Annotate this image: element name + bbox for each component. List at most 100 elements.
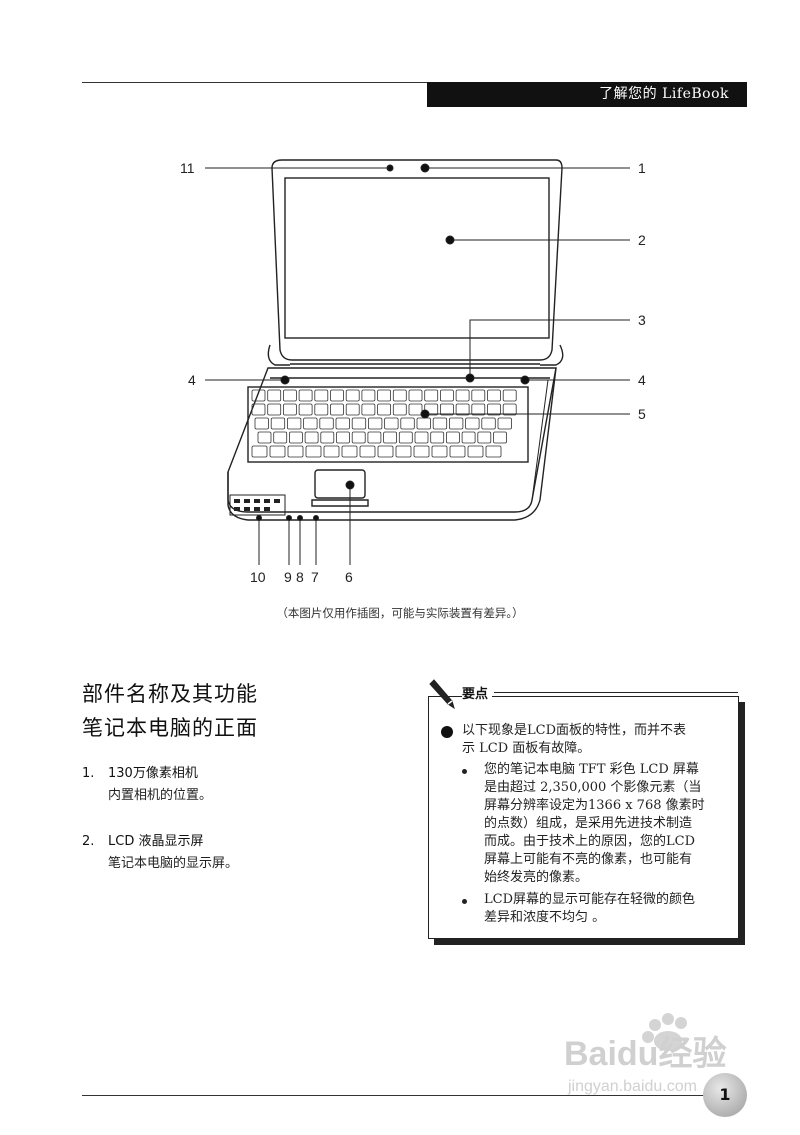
note-main-line-1: 以下现象是LCD面板的特性，而并不表 xyxy=(462,723,687,738)
item-2-label: LCD 液晶显示屏 xyxy=(108,834,204,849)
keyboard-key xyxy=(465,417,480,430)
note-b2-line: LCD屏幕的显示可能存在轻微的颜色 xyxy=(484,892,696,907)
keyboard-key xyxy=(270,417,286,430)
keyboard-key xyxy=(398,431,413,444)
keyboard-key xyxy=(502,389,517,402)
laptop-screen xyxy=(284,177,550,339)
callout-3: 3 xyxy=(638,312,646,328)
note-b1-line: 屏幕上可能有不亮的像素，也可能有 xyxy=(484,852,693,867)
keyboard-key xyxy=(298,403,313,416)
keyboard-key xyxy=(461,431,476,444)
keyboard-key xyxy=(431,445,448,458)
keyboard-key xyxy=(413,445,430,458)
keyboard-key xyxy=(336,431,350,444)
keyboard-key xyxy=(467,445,484,458)
item-1-number: 1. xyxy=(82,766,95,781)
keyboard-key xyxy=(377,389,392,402)
keyboard-key xyxy=(384,417,399,430)
callout-4-right: 4 xyxy=(638,372,646,388)
keyboard-key xyxy=(455,389,470,402)
note-label: 要点 xyxy=(462,683,493,702)
top-rule xyxy=(82,82,746,83)
section-subtitle: 笔记本电脑的正面 xyxy=(82,716,258,740)
keyboard-key xyxy=(471,389,486,402)
keyboard-key xyxy=(424,389,439,402)
item-1-title: 1. 130万像素相机 xyxy=(82,762,198,781)
keyboard-key xyxy=(282,403,297,416)
note-b1-line: 始终发亮的像素。 xyxy=(484,870,589,885)
keyboard-key xyxy=(392,389,407,402)
keyboard-key xyxy=(273,431,288,444)
keyboard-key xyxy=(449,445,466,458)
keyboard-key xyxy=(351,417,367,430)
item-1-desc: 内置相机的位置。 xyxy=(108,788,213,803)
callout-1: 1 xyxy=(638,160,646,176)
keyboard-key xyxy=(414,431,429,444)
keyboard-key xyxy=(455,403,470,416)
bottom-rule xyxy=(82,1095,746,1096)
keyboard-key xyxy=(251,389,266,402)
callout-7: 7 xyxy=(311,569,319,585)
keyboard-key xyxy=(257,431,272,444)
keyboard-key xyxy=(487,389,501,402)
keyboard-key xyxy=(267,403,282,416)
keyboard-key xyxy=(267,389,282,402)
keyboard-key xyxy=(286,417,302,430)
keyboard-key xyxy=(497,417,512,430)
item-2-title: 2. LCD 液晶显示屏 xyxy=(82,830,203,849)
keyboard-key xyxy=(320,431,335,444)
keyboard-key xyxy=(287,445,304,458)
keyboard-key xyxy=(251,445,268,458)
keyboard-key xyxy=(395,445,412,458)
keyboard-key xyxy=(288,431,303,444)
item-1-label: 130万像素相机 xyxy=(108,766,198,781)
keyboard-key xyxy=(359,445,376,458)
pencil-icon xyxy=(429,679,455,710)
baidu-watermark: Baidu经验 jingyan.baidu.com xyxy=(564,1013,726,1095)
note-main-bullet xyxy=(441,726,453,738)
keyboard-key xyxy=(351,431,366,444)
keyboard-key xyxy=(430,431,445,444)
keyboard-key xyxy=(367,417,383,430)
note-sub-bullet-2 xyxy=(462,899,467,904)
note-box xyxy=(428,696,739,939)
callout-8: 8 xyxy=(296,569,304,585)
laptop-base xyxy=(227,367,557,513)
figure-caption: （本图片仅用作插图，可能与实际装置有差异。） xyxy=(276,606,524,620)
note-main-line-2: 示 LCD 面板有故障。 xyxy=(462,741,591,756)
callout-2: 2 xyxy=(638,232,646,248)
keyboard-key xyxy=(432,417,448,430)
keyboard-key xyxy=(383,431,398,444)
note-b1-line: 屏幕分辨率设定为1366 x 768 像素时 xyxy=(484,798,705,813)
keyboard-key xyxy=(314,403,329,416)
note-b1-line: 而成。由于技术上的原因，您的LCD xyxy=(484,834,696,849)
keyboard-key xyxy=(345,389,360,402)
keyboard-key xyxy=(424,403,439,416)
keyboard-key xyxy=(303,417,318,430)
keyboard-key xyxy=(445,431,460,444)
keyboard-key xyxy=(335,417,350,430)
note-b1-line: 是由超过 2,350,000 个影像元素（当 xyxy=(484,780,702,795)
keyboard-key xyxy=(485,445,502,458)
keyboard-key xyxy=(471,403,486,416)
callout-11: 11 xyxy=(180,160,195,176)
keyboard-key xyxy=(269,445,286,458)
keyboard-key xyxy=(408,389,423,402)
keyboard-key xyxy=(377,403,392,416)
callout-5: 5 xyxy=(638,406,646,422)
keyboard-key xyxy=(408,403,423,416)
keyboard-key xyxy=(392,403,407,416)
item-2-desc: 笔记本电脑的显示屏。 xyxy=(108,856,239,871)
keyboard-key xyxy=(282,389,297,402)
keyboard-key xyxy=(345,403,360,416)
keyboard-key xyxy=(361,389,376,402)
callout-6: 6 xyxy=(345,569,353,585)
keyboard-key xyxy=(400,417,415,430)
keyboard-key xyxy=(487,403,501,416)
item-2-number: 2. xyxy=(82,834,95,849)
keyboard-key xyxy=(298,389,313,402)
note-b1-line: 您的笔记本电脑 TFT 彩色 LCD 屏幕 xyxy=(484,762,699,777)
keyboard-key xyxy=(361,403,376,416)
keyboard-key xyxy=(481,417,496,430)
keyboard-key xyxy=(319,417,334,430)
